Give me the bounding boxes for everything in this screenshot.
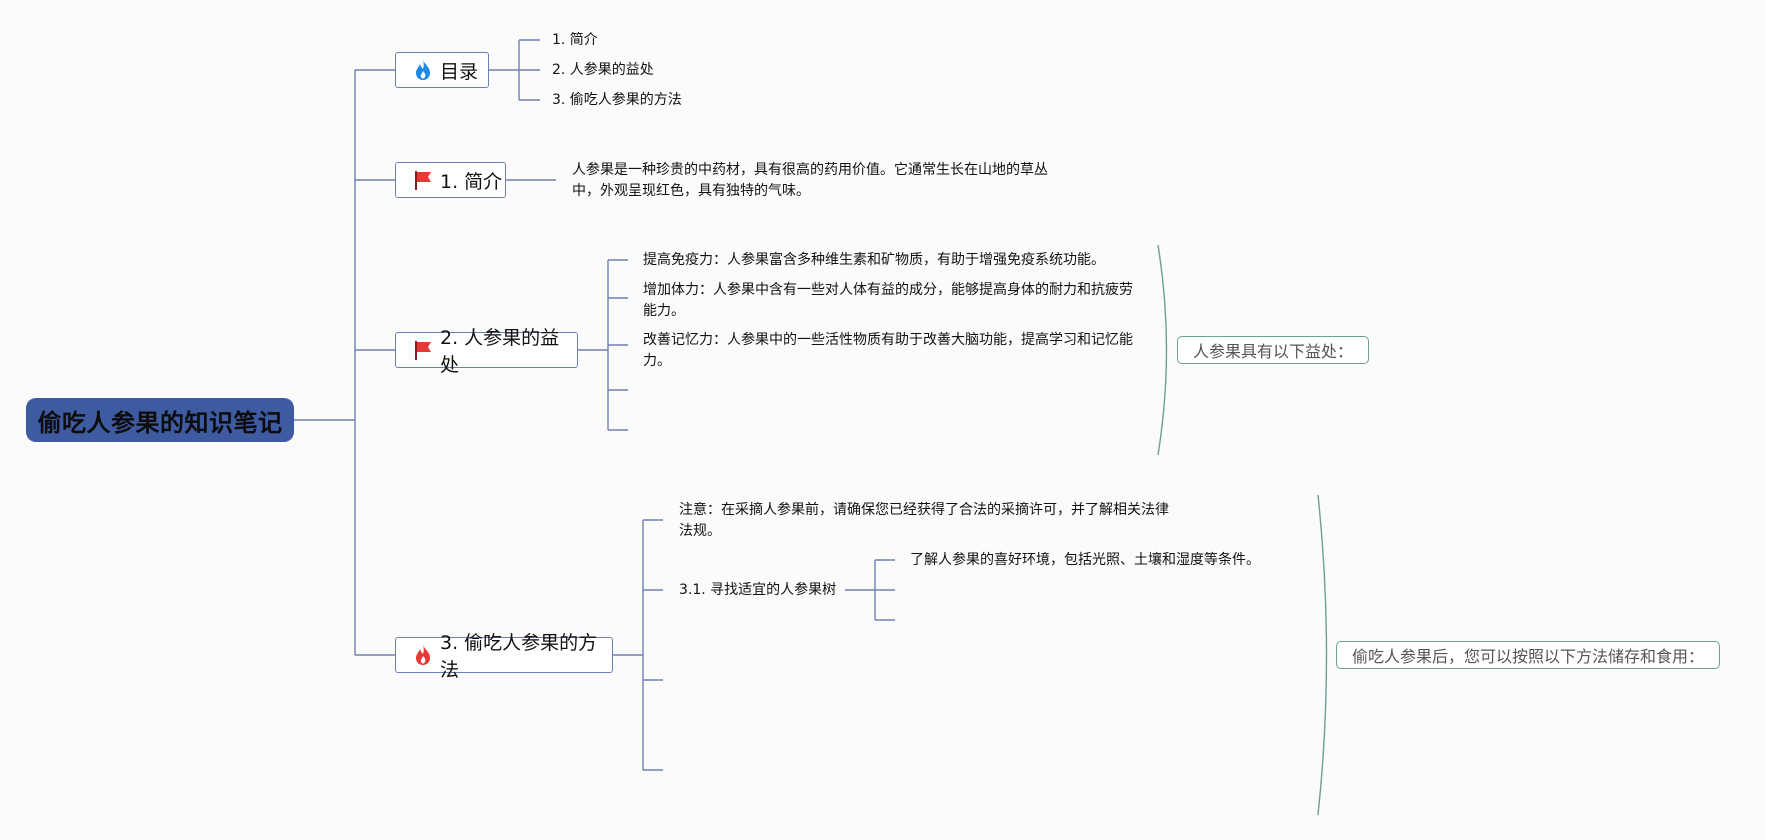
methods-note-line-1: 注意：在采摘人参果前，请确保您已经获得了合法的采摘许可，并了解相关法律 [679,502,1169,518]
root-topic[interactable]: 偷吃人参果的知识笔记 [26,398,294,442]
find-tree-item-environment[interactable]: 了解人参果的喜好环境，包括光照、土壤和湿度等条件。 [910,550,1430,571]
benefit-item-immunity[interactable]: 提高免疫力：人参果富含多种维生素和矿物质，有助于增强免疫系统功能。 [643,250,1163,271]
benefits-summary-brace [1157,244,1168,456]
intro-text-line-1: 人参果是一种珍贵的中药材，具有很高的药用价值。它通常生长在山地的草丛 [572,162,1048,178]
intro-text[interactable]: 人参果是一种珍贵的中药材，具有很高的药用价值。它通常生长在山地的草丛 中，外观呈… [572,160,1092,202]
methods-summary[interactable]: 偷吃人参果后，您可以按照以下方法储存和食用： [1336,641,1720,669]
benefit-item-stamina[interactable]: 增加体力：人参果中含有一些对人体有益的成分，能够提高身体的耐力和抗疲劳 能力。 [643,280,1163,322]
red-flag-icon [412,339,434,361]
topic-toc-title: 目录 [440,60,479,83]
toc-item-2[interactable]: 2. 人参果的益处 [552,62,654,78]
topic-methods[interactable]: 3. 偷吃人参果的方法 [395,632,613,681]
benefit-item-memory[interactable]: 改善记忆力：人参果中的一些活性物质有助于改善大脑功能，提高学习和记忆能 力。 [643,330,1163,372]
topic-toc[interactable]: 目录 [395,52,489,88]
topic-methods-title: 3. 偷吃人参果的方法 [440,632,598,681]
intro-text-line-2: 中，外观呈现红色，具有独特的气味。 [572,183,810,199]
red-flame-icon [412,644,434,666]
topic-benefits[interactable]: 2. 人参果的益处 [395,327,578,376]
benefit-item-memory-line-1: 改善记忆力：人参果中的一些活性物质有助于改善大脑功能，提高学习和记忆能 [643,332,1133,348]
root-title: 偷吃人参果的知识笔记 [37,408,283,437]
methods-note-line-2: 法规。 [679,523,721,539]
benefits-summary[interactable]: 人参果具有以下益处： [1177,336,1369,364]
benefits-summary-text: 人参果具有以下益处： [1193,342,1354,361]
benefit-item-stamina-line-2: 能力。 [643,303,685,319]
benefit-item-memory-line-2: 力。 [643,353,671,369]
methods-summary-text: 偷吃人参果后，您可以按照以下方法储存和食用： [1352,647,1705,666]
topic-benefits-title: 2. 人参果的益处 [440,327,560,376]
find-tree-item-environment-text: 了解人参果的喜好环境，包括光照、土壤和湿度等条件。 [910,552,1260,568]
benefit-item-immunity-text: 提高免疫力：人参果富含多种维生素和矿物质，有助于增强免疫系统功能。 [643,252,1105,268]
toc-item-1[interactable]: 1. 简介 [552,32,598,48]
benefit-item-stamina-line-1: 增加体力：人参果中含有一些对人体有益的成分，能够提高身体的耐力和抗疲劳 [643,282,1133,298]
topic-intro[interactable]: 1. 简介 [395,162,506,198]
toc-item-3[interactable]: 3. 偷吃人参果的方法 [552,92,682,108]
topic-intro-title: 1. 简介 [440,170,503,193]
red-flag-icon [412,169,434,191]
methods-summary-brace [1317,494,1328,816]
methods-subtopic-find-tree[interactable]: 3.1. 寻找适宜的人参果树 [679,582,837,598]
methods-note[interactable]: 注意：在采摘人参果前，请确保您已经获得了合法的采摘许可，并了解相关法律 法规。 [679,500,1199,542]
blue-flame-icon [412,59,434,81]
